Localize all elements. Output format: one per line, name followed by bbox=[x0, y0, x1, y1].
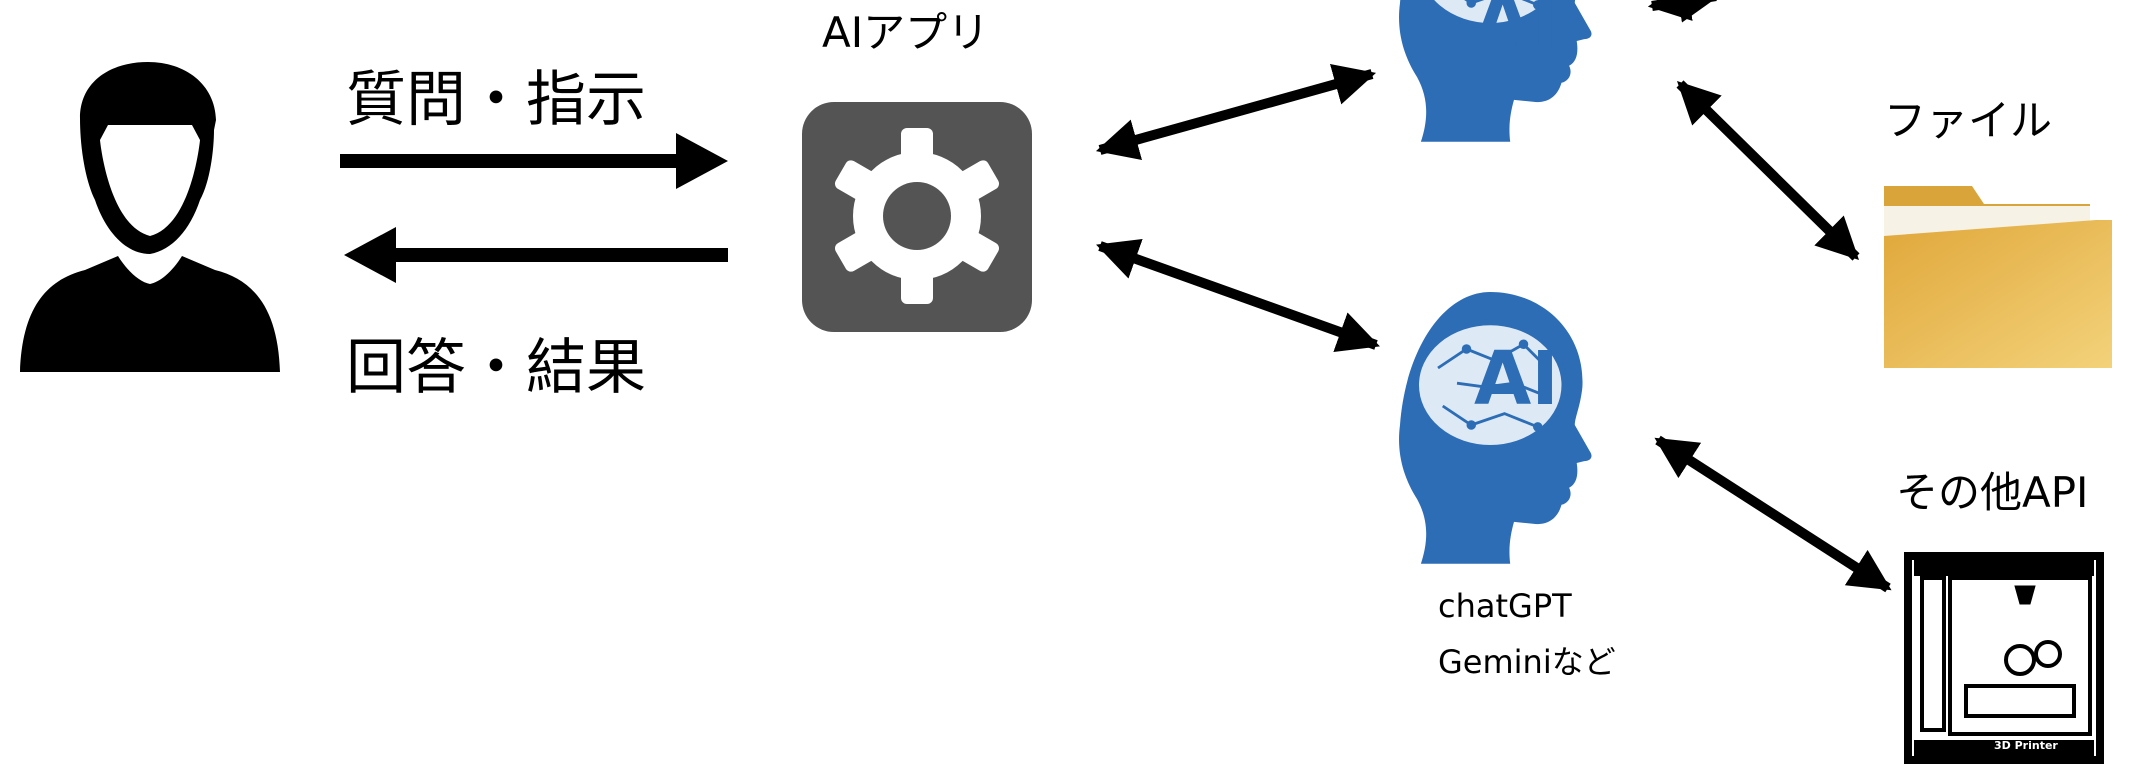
question-arrow bbox=[340, 133, 728, 189]
ai-names-line1: chatGPT bbox=[1438, 587, 1572, 625]
ai-head-icon bbox=[1399, 292, 1592, 564]
ai-badge-bottom: AI bbox=[1474, 336, 1559, 422]
answer-arrow bbox=[344, 227, 728, 283]
user-silhouette-icon bbox=[20, 62, 280, 372]
ai-file-arrow bbox=[1676, 80, 1860, 261]
app-ai-top-arrow bbox=[1095, 63, 1377, 161]
gear-icon bbox=[802, 102, 1032, 332]
printer-caption: 3D Printer bbox=[1994, 739, 2058, 752]
question-label: 質問・指示 bbox=[346, 65, 646, 135]
3d-printer-icon bbox=[1904, 552, 2104, 764]
app-label: AIアプリ bbox=[822, 8, 990, 57]
ai-names-line2: Geminiなど bbox=[1438, 643, 1616, 681]
ai-badge-top: AI bbox=[1474, 0, 1559, 64]
folder-icon bbox=[1884, 186, 2112, 368]
ai-api-arrow bbox=[1654, 435, 1892, 593]
app-ai-bottom-arrow bbox=[1096, 238, 1380, 353]
other-api-label: その他API bbox=[1896, 468, 2089, 517]
answer-label: 回答・結果 bbox=[346, 333, 646, 403]
ai-top-extra-arrow bbox=[1647, 0, 1721, 23]
file-label: ファイル bbox=[1884, 96, 2053, 145]
